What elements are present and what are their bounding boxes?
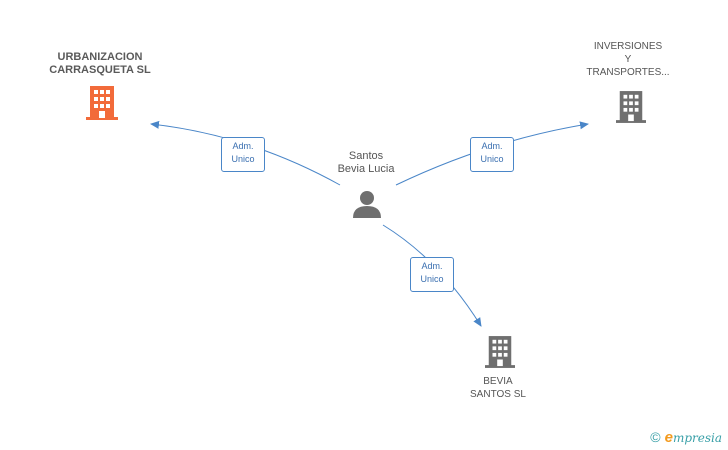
edge-label-bevia-line2: Unico: [420, 274, 444, 284]
edge-label-inversiones-line1: Adm.: [481, 141, 503, 151]
company-bevia-line2: SANTOS SL: [470, 389, 526, 400]
person-name[interactable]: Santos Bevia Lucia: [318, 150, 414, 176]
company-bevia-line1: BEVIA: [483, 376, 513, 387]
company-bevia-label[interactable]: BEVIA SANTOS SL: [448, 375, 548, 401]
company-inversiones-line2: Y: [624, 54, 632, 65]
building-icon-inversiones[interactable]: [616, 90, 646, 124]
brand-rest: mpresia: [672, 431, 722, 445]
company-urbanizacion-line1: URBANIZACION: [57, 51, 143, 63]
person-name-line2: Bevia Lucia: [337, 163, 395, 175]
company-urbanizacion-label[interactable]: URBANIZACION CARRASQUETA SL: [30, 51, 170, 77]
edge-label-inversiones-line2: Unico: [480, 154, 504, 164]
company-inversiones-label[interactable]: INVERSIONES Y TRANSPORTES...: [568, 40, 688, 79]
building-icon-urbanizacion[interactable]: [86, 86, 118, 120]
copyright-symbol: ©: [650, 429, 661, 445]
person-name-line1: Santos: [348, 150, 384, 162]
building-icon-bevia[interactable]: [485, 335, 515, 369]
person-icon[interactable]: [352, 190, 382, 218]
edge-label-bevia-line1: Adm.: [421, 261, 443, 271]
company-urbanizacion-line2: CARRASQUETA SL: [49, 64, 151, 76]
company-inversiones-line3: TRANSPORTES...: [586, 67, 670, 78]
edge-label-urbanizacion[interactable]: Adm. Unico: [221, 137, 265, 172]
edge-label-inversiones[interactable]: Adm. Unico: [470, 137, 514, 172]
company-inversiones-line1: INVERSIONES: [593, 41, 663, 52]
edge-label-urbanizacion-line2: Unico: [231, 154, 255, 164]
edge-label-bevia[interactable]: Adm. Unico: [410, 257, 454, 292]
brand-e: e: [664, 429, 673, 446]
edge-label-urbanizacion-line1: Adm.: [232, 141, 254, 151]
empresia-logo: ©empresia: [650, 429, 722, 446]
